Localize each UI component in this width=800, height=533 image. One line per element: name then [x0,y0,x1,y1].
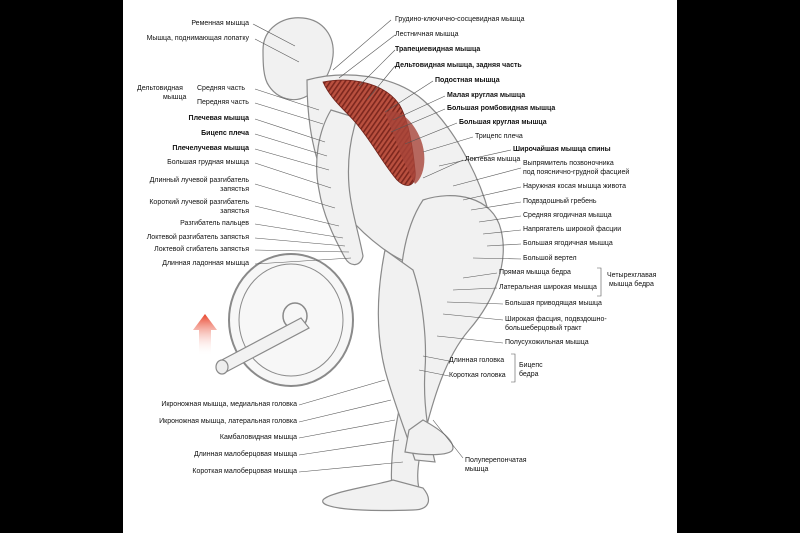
label-soleus: Камбаловидная мышца [219,434,297,441]
label-teres-major: Большая круглая мышца [459,119,547,126]
label-brachialis: Плечевая мышца [188,115,249,122]
label-ecrb-a: Короткий лучевой разгибатель [149,199,249,206]
label-peroneus-brevis: Короткая малоберцовая мышца [192,468,297,475]
label-deltoid-middle: Средняя часть [197,85,246,92]
label-scalene: Лестничная мышца [395,31,459,38]
label-biceps-femoris-a: Бицепс [519,362,543,369]
label-pectoralis-major: Большая грудная мышца [167,159,249,166]
label-sternocleidomastoid: Грудино-ключично-сосцевидная мышца [395,16,525,23]
label-infraspinatus: Подостная мышца [435,77,500,84]
label-gastrocnemius-lateral: Икроножная мышца, латеральная головка [159,418,297,425]
label-trapezius: Трапециевидная мышца [395,46,481,53]
label-erector-spinae-a: Выпрямитель позвоночника [523,160,614,167]
label-greater-trochanter: Большой вертел [523,255,577,262]
label-splenius: Ременная мышца [191,20,249,27]
label-it-band-a: Широкая фасция, подвздошно- [505,316,607,323]
label-extensor-digitorum: Разгибатель пальцев [180,220,249,227]
label-levator-scapulae: Мышца, поднимающая лопатку [146,35,249,42]
label-deltoid-posterior: Дельтовидная мышца, задняя часть [395,62,522,69]
label-short-head: Короткая головка [449,372,506,379]
leader-lines [252,23,404,473]
label-adductor-magnus: Большая приводящая мышца [505,300,602,307]
label-semimembranosus-a: Полуперепончатая [465,457,527,464]
label-rhomboid-major: Большая ромбовидная мышца [447,105,556,112]
anatomy-diagram: Ременная мышца Мышца, поднимающая лопатк… [123,0,677,533]
label-quadriceps-a: Четырехглавая [607,272,657,279]
highlighted-muscles [322,79,425,186]
label-gluteus-medius: Средняя ягодичная мышца [523,212,612,219]
label-erector-spinae-b: под пояснично-грудной фасцией [523,169,630,176]
label-teres-minor: Малая круглая мышца [447,92,526,99]
label-quadriceps-b: мышца бедра [609,281,654,288]
label-anconeus: Локтевая мышца [465,156,521,163]
label-gastrocnemius-medial: Икроножная мышца, медиальная головка [161,401,297,408]
label-palmaris-longus: Длинная ладонная мышца [162,260,249,267]
label-ecu: Локтевой разгибатель запястья [146,234,249,241]
body-figure [262,17,504,512]
label-ecrl-a: Длинный лучевой разгибатель [149,177,249,184]
label-ecrl-b: запястья [220,186,249,193]
label-biceps-femoris-b: бедра [519,371,539,378]
label-iliac-crest: Подвздошный гребень [523,198,597,205]
label-semimembranosus-b: мышца [465,466,489,473]
label-brachioradialis: Плечелучевая мышца [172,145,249,152]
barbell [215,253,354,387]
label-rectus-femoris: Прямая мышца бедра [499,269,571,276]
label-biceps-brachii: Бицепс плеча [201,130,249,137]
label-deltoid-group-a: Дельтовидная [137,85,183,92]
label-deltoid-group-b: мышца [163,94,187,101]
leader-lines-right [332,19,602,459]
label-deltoid-anterior: Передняя часть [197,99,249,106]
label-latissimus-dorsi: Широчайшая мышца спины [513,146,611,153]
label-ecrb-b: запястья [220,208,249,215]
label-vastus-lateralis: Латеральная широкая мышца [499,284,597,291]
up-arrow-icon [193,314,217,356]
label-gluteus-maximus: Большая ягодичная мышца [523,240,613,247]
label-it-band-b: большеберцовый тракт [505,325,582,332]
label-external-oblique: Наружная косая мышца живота [523,183,626,190]
label-triceps: Трицепс плеча [475,133,523,140]
anatomy-illustration [193,17,602,512]
label-fcu: Локтевой сгибатель запястья [154,246,249,253]
label-tensor-fasciae-latae: Напрягатель широкой фасции [523,226,622,233]
label-semitendinosus: Полусухожильная мышца [505,339,589,346]
label-peroneus-longus: Длинная малоберцовая мышца [193,451,297,458]
label-long-head: Длинная головка [449,357,505,364]
